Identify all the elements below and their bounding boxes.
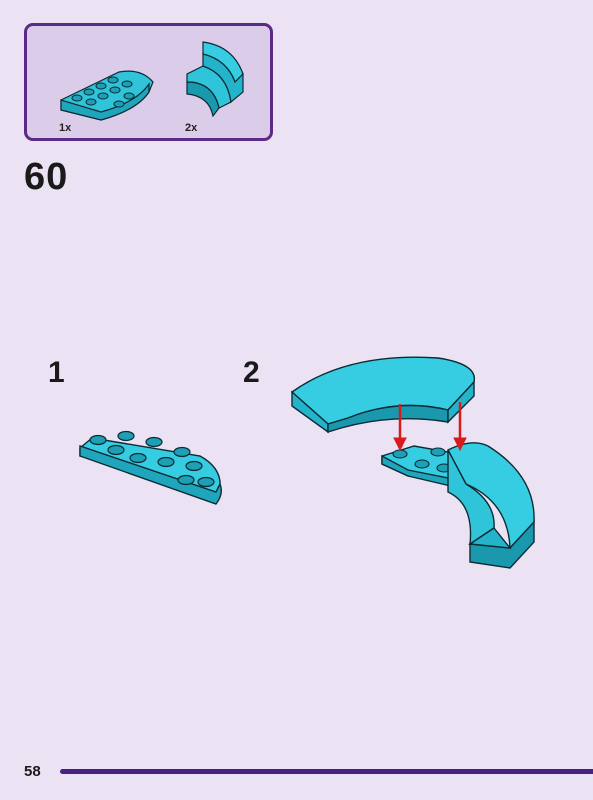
part-quantity-1: 1x <box>59 122 72 134</box>
substep-number-1: 1 <box>48 356 65 389</box>
part-quantity-2: 2x <box>185 122 198 134</box>
step-number: 60 <box>24 156 69 198</box>
footer-divider-bar <box>60 769 593 774</box>
substep-2-assembly <box>290 356 535 569</box>
page-number: 58 <box>24 763 41 780</box>
curved-arch-brick-icon <box>186 41 244 118</box>
substep-1-half-round-plate <box>79 430 223 505</box>
substep-number-2: 2 <box>243 356 260 389</box>
parts-list-callout: 1x 2x <box>24 23 273 141</box>
half-round-plate-icon <box>60 70 154 121</box>
